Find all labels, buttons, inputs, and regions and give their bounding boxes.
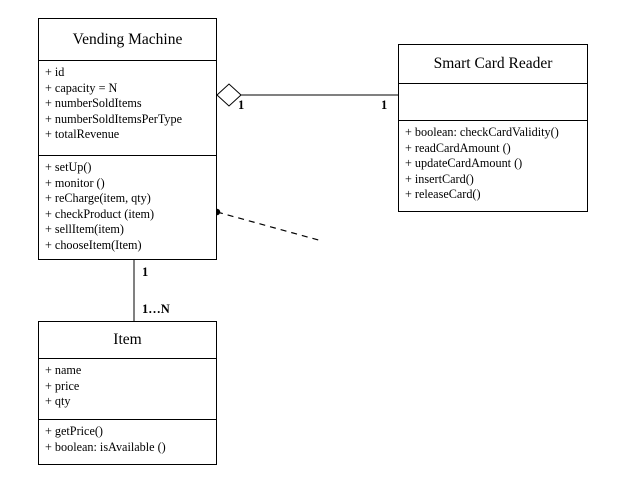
method: + releaseCard() [405,187,481,202]
class-name-text: Smart Card Reader [433,55,553,72]
attribute: + name [45,363,82,377]
class-name-text: Vending Machine [72,30,183,48]
dashed-link [216,211,323,242]
class-name-text: Item [113,331,142,348]
method: + reCharge(item, qty) [45,191,151,206]
attribute-list: + name + price + qty [39,358,216,419]
method: + insertCard() [405,171,474,186]
class-name: Vending Machine [39,19,216,60]
class-smart-card-reader: Smart Card Reader + boolean: checkCardVa… [398,44,588,212]
attribute-list: + id + capacity = N + numberSoldItems + … [39,60,216,155]
method: + monitor () [45,175,105,190]
method: + boolean: isAvailable () [45,439,166,454]
method: + sellItem(item) [45,222,124,237]
class-name: Item [39,322,216,358]
aggregation-diamond [216,83,242,107]
attribute: + numberSoldItems [45,96,142,111]
method: + chooseItem(Item) [45,237,142,252]
method: + setUp() [45,160,92,174]
multiplicity-vm-to-item: 1 [142,265,149,279]
method: + readCardAmount () [405,140,511,155]
attribute: + id [45,65,65,79]
class-vending-machine: Vending Machine + id + capacity = N + nu… [38,18,217,260]
method-list: + setUp() + monitor () + reCharge(item, … [39,155,216,254]
attribute-list [399,83,587,120]
attribute: + price [45,378,80,393]
class-name: Smart Card Reader [399,45,587,83]
attribute: + totalRevenue [45,127,120,142]
method-list: + boolean: checkCardValidity() + readCar… [399,120,587,203]
method: + updateCardAmount () [405,156,523,171]
multiplicity-vm-to-reader: 1 [238,98,245,112]
multiplicity-reader-from-vm: 1 [381,98,388,112]
attribute: + capacity = N [45,80,118,95]
attribute: + qty [45,394,71,409]
attribute: + numberSoldItemsPerType [45,111,183,126]
method: + getPrice() [45,424,103,438]
method-list: + getPrice() + boolean: isAvailable () [39,419,216,455]
method: + checkProduct (item) [45,206,155,221]
multiplicity-item-from-vm: 1…N [142,302,170,316]
method: + boolean: checkCardValidity() [405,125,559,139]
class-item: Item + name + price + qty + getPrice() +… [38,321,217,465]
